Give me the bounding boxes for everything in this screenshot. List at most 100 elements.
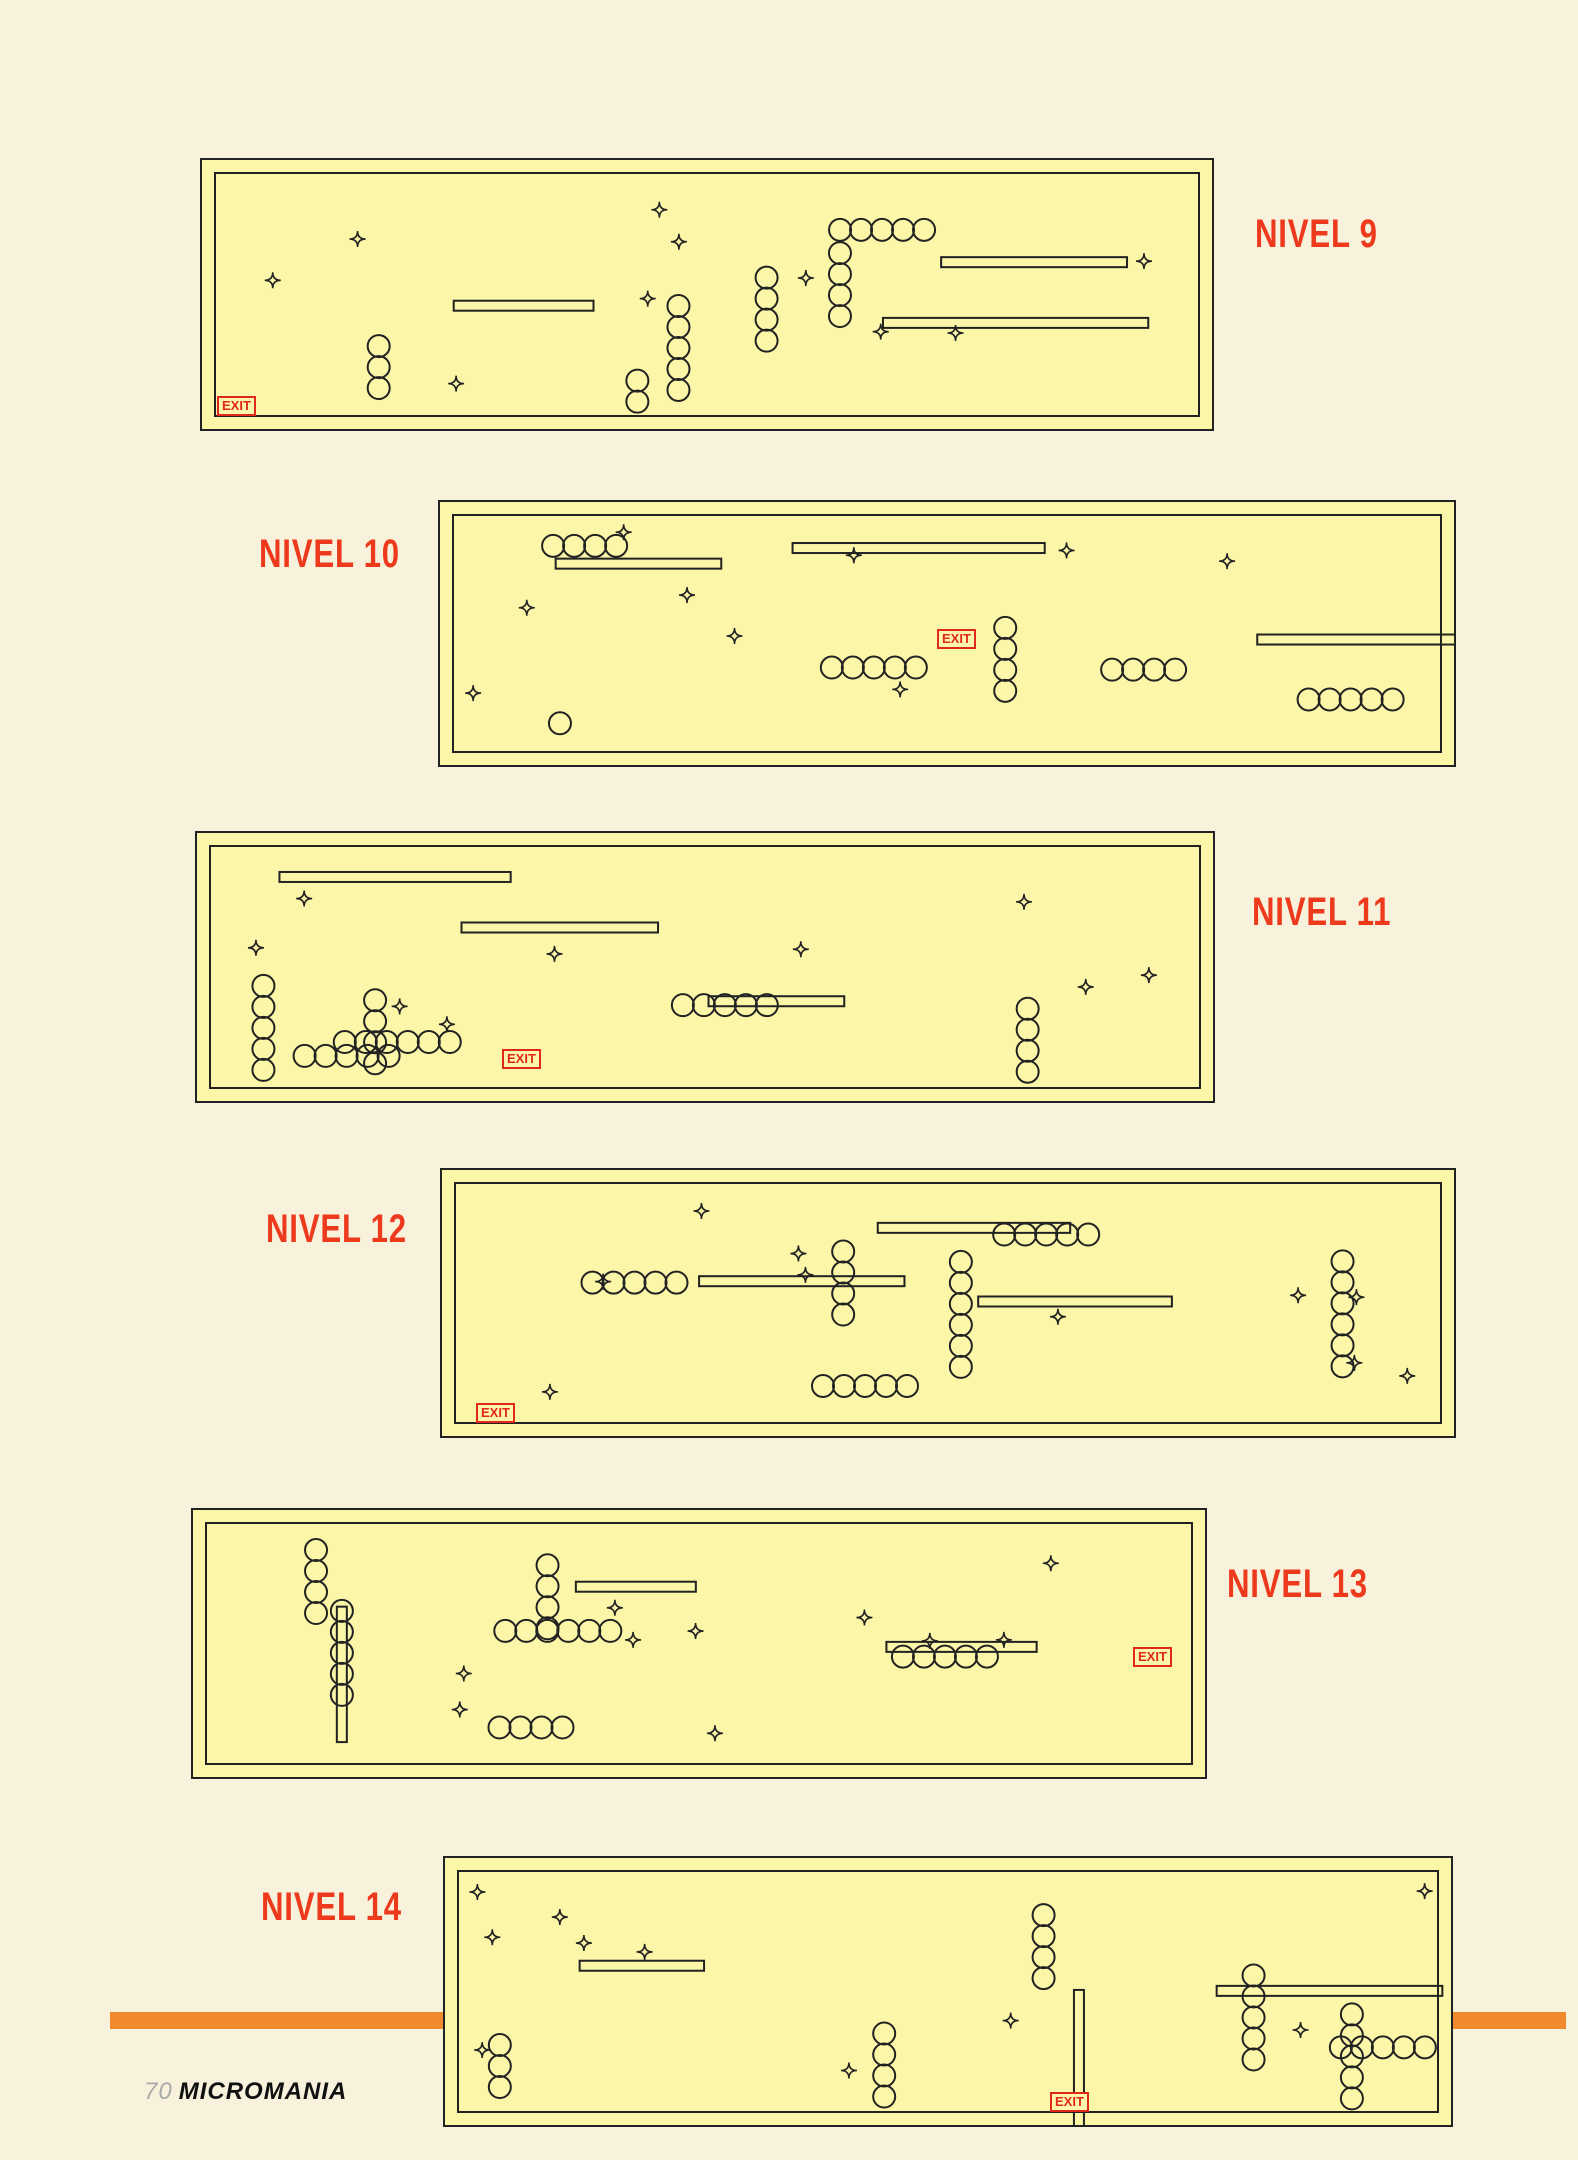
- star-icon: [845, 547, 862, 564]
- exit-marker: EXIT: [217, 396, 256, 416]
- tree-icon: [1330, 1354, 1355, 1379]
- star-icon: [575, 1934, 592, 1952]
- tree-icon: [828, 217, 853, 242]
- star-icon: [687, 1622, 704, 1640]
- wall: [554, 557, 723, 570]
- tree-icon: [508, 1715, 533, 1740]
- level-13-label: NIVEL 13: [1227, 1562, 1368, 1606]
- map-drawing: [541, 1202, 1416, 1400]
- tree-icon: [251, 1015, 276, 1040]
- orange-rule-right: [1453, 2012, 1566, 2029]
- tree-icon: [993, 678, 1018, 703]
- tree-icon: [329, 1661, 354, 1686]
- star-icon: [438, 1016, 455, 1033]
- star-icon: [541, 1383, 558, 1400]
- wall: [1215, 1984, 1444, 1997]
- level-13-map: EXIT: [191, 1508, 1207, 1779]
- level-9-label: NIVEL 9: [1255, 212, 1378, 256]
- level-11-map: EXIT: [195, 831, 1215, 1103]
- star-icon: [872, 323, 889, 340]
- level-11-label: NIVEL 11: [1252, 890, 1392, 934]
- map-drawing: [264, 201, 1153, 414]
- wall: [885, 1640, 1038, 1653]
- star-icon: [892, 681, 909, 698]
- tree-icon: [819, 655, 844, 680]
- tree-icon: [664, 1270, 689, 1295]
- tree-icon: [598, 1618, 623, 1643]
- tree-icon: [1370, 2035, 1395, 2060]
- map-drawing: [247, 870, 1157, 1084]
- tree-icon: [811, 1373, 836, 1398]
- star-icon: [856, 1609, 873, 1626]
- tree-icon: [1296, 687, 1321, 712]
- tree-icon: [895, 1373, 920, 1398]
- tree-icon: [948, 1270, 973, 1295]
- tree-icon: [911, 1644, 936, 1669]
- tree-icon: [827, 304, 852, 329]
- tree-icon: [1055, 1222, 1080, 1247]
- star-icon: [551, 1908, 568, 1926]
- tree-icon: [366, 355, 391, 380]
- tree-icon: [754, 265, 779, 290]
- tree-icon: [891, 217, 916, 242]
- tree-icon: [874, 1373, 899, 1398]
- tree-icon: [872, 2042, 897, 2067]
- tree-icon: [251, 1036, 276, 1061]
- tree-icon: [329, 1640, 354, 1665]
- tree-icon: [993, 636, 1018, 661]
- tree-icon: [861, 655, 886, 680]
- star-icon: [518, 599, 535, 616]
- tree-icon: [948, 1333, 973, 1358]
- tree-icon: [1163, 657, 1188, 682]
- tree-icon: [870, 217, 895, 242]
- wall: [707, 995, 846, 1008]
- star-icon: [1042, 1555, 1059, 1572]
- tree-icon: [487, 2054, 512, 2079]
- level-9-map: EXIT: [200, 158, 1214, 431]
- wall: [698, 1275, 906, 1288]
- star-icon: [840, 2062, 857, 2079]
- tree-icon: [334, 1043, 359, 1068]
- tree-icon: [604, 533, 629, 558]
- tree-icon: [1100, 657, 1125, 682]
- tree-icon: [754, 993, 779, 1018]
- star-icon: [1219, 553, 1236, 570]
- tree-icon: [1142, 657, 1167, 682]
- wall: [791, 542, 1046, 555]
- tree-icon: [992, 1222, 1017, 1247]
- tree-icon: [304, 1580, 329, 1605]
- tree-icon: [550, 1715, 575, 1740]
- tree-icon: [903, 655, 928, 680]
- tree-icon: [541, 533, 566, 558]
- tree-icon: [1330, 1270, 1355, 1295]
- tree-icon: [1241, 2026, 1266, 2051]
- tree-icon: [1412, 2035, 1437, 2060]
- wall: [977, 1295, 1173, 1308]
- magazine-name: MICROMANIA: [178, 2078, 348, 2105]
- star-icon: [693, 1202, 710, 1220]
- tree-icon: [953, 1644, 978, 1669]
- star-icon: [469, 1883, 486, 1900]
- star-icon: [474, 2041, 491, 2059]
- tree-icon: [376, 1043, 401, 1068]
- star-icon: [455, 1665, 472, 1682]
- star-icon: [1348, 1289, 1365, 1306]
- level-10-map: EXIT: [438, 500, 1456, 767]
- tree-icon: [948, 1354, 973, 1379]
- tree-icon: [831, 1239, 856, 1264]
- tree-icon: [487, 1715, 512, 1740]
- tree-icon: [583, 533, 608, 558]
- tree-icon: [827, 283, 852, 308]
- tree-icon: [535, 1616, 560, 1641]
- map-drawing: [465, 524, 1454, 736]
- tree-icon: [872, 2084, 897, 2109]
- star-icon: [484, 1929, 501, 1946]
- level-12-label: NIVEL 12: [266, 1207, 407, 1251]
- tree-icon: [366, 376, 391, 401]
- tree-icon: [872, 2063, 897, 2088]
- tree-icon: [1031, 1924, 1056, 1949]
- star-icon: [1002, 2012, 1019, 2029]
- tree-icon: [251, 994, 276, 1019]
- tree-icon: [514, 1618, 539, 1643]
- exit-marker: EXIT: [502, 1049, 541, 1069]
